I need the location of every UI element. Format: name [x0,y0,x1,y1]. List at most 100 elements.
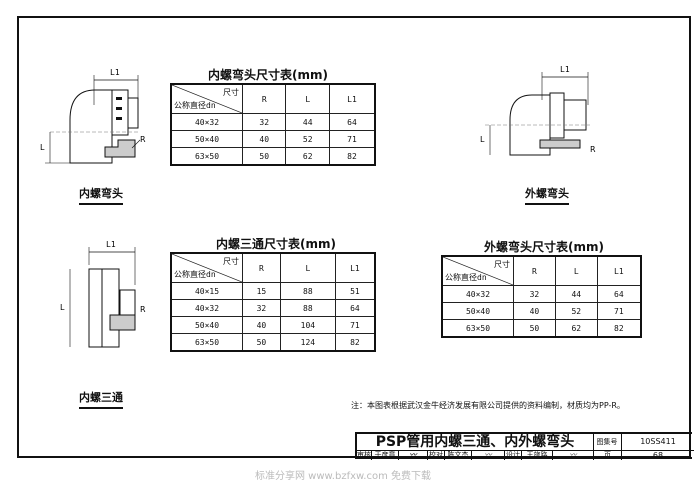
col-header: L [554,255,598,286]
cell: 32 [513,285,556,303]
col-header: L [285,83,330,114]
page-label: 页 [594,451,622,460]
cell: 62 [554,319,598,338]
cell: 15 [242,282,281,300]
cell: 51 [334,282,376,300]
header-dn: 公称直径dn [445,273,487,282]
cell: 50 [241,147,287,166]
col-header: R [513,255,556,286]
dim-l: L [60,303,65,312]
cell: 50×40 [170,130,243,148]
col-header: R [241,83,287,114]
outer-elbow-drawing: L1 L R [480,65,596,156]
atlas-number: 10SS411 [622,434,694,451]
cell: 64 [328,113,376,131]
cell: 52 [554,302,598,320]
header-size: 尺寸 [223,257,239,266]
cell: 40×32 [170,299,243,317]
cell: 64 [334,299,376,317]
cell: 82 [328,147,376,166]
cell: 32 [242,299,281,317]
header-diagonal-cell: 尺寸公称直径dn [441,255,514,286]
header-size: 尺寸 [223,88,239,97]
col-header: R [242,252,281,283]
cell: 44 [285,113,330,131]
cell: 44 [554,285,598,303]
header-dn: 公称直径dn [174,270,216,279]
cell: 71 [328,130,376,148]
dim-l1: L1 [106,240,116,249]
designer-signature: 〰 [553,451,594,460]
col-header: L1 [328,83,376,114]
check-label: 校对 [429,451,445,460]
cell: 40 [513,302,556,320]
cell: 50×40 [441,302,514,320]
outer-elbow-table-title: 外螺弯头尺寸表(mm) [484,240,604,254]
inner-tee-label: 内螺三通 [79,389,123,409]
cell: 40×32 [170,113,243,131]
col-header: L1 [334,252,376,283]
cell: 104 [279,316,336,334]
cell: 52 [285,130,330,148]
cell: 82 [596,319,642,338]
designer-name: 王旅路 [522,451,553,460]
dim-l1: L1 [110,68,120,77]
header-diagonal-cell: 尺寸公称直径dn [170,83,243,114]
reviewer-signature: 〰 [399,451,428,460]
inner-elbow-drawing: L1 L R [40,68,146,164]
title-block: PSP管用内螺三通、内外螺弯头 图集号 10SS411 审核 于彦章 〰 校对 … [355,432,694,460]
checker-name: 陈文杰 [445,451,472,460]
header-diagonal-cell: 尺寸公称直径dn [170,252,243,283]
dim-l: L [480,135,485,144]
cell: 71 [334,316,376,334]
dim-l: L [40,143,45,152]
cell: 124 [279,333,336,352]
cell: 63×50 [170,147,243,166]
cell: 88 [279,299,336,317]
dim-l1: L1 [560,65,570,74]
review-label: 审核 [357,451,372,460]
design-label: 设计 [506,451,522,460]
header-dn: 公称直径dn [174,101,216,110]
watermark: 标准分享网 www.bzfxw.com 免费下载 [255,471,431,481]
page-number: 68 [652,451,664,460]
atlas-label: 图集号 [593,434,622,451]
col-header: L [279,252,336,283]
dim-r: R [140,135,146,144]
cell: 63×50 [170,333,243,352]
outer-elbow-label: 外螺弯头 [525,185,569,205]
cell: 62 [285,147,330,166]
note: 注：本图表根据武汉金牛经济发展有限公司提供的资料编制，材质均为PP-R。 [351,401,625,410]
cell: 40 [242,316,281,334]
cell: 50×40 [170,316,243,334]
col-header: L1 [596,255,642,286]
dim-r: R [140,305,146,314]
cell: 40×15 [170,282,243,300]
checker-signature: 〰 [472,451,505,460]
inner-elbow-table-title: 内螺弯头尺寸表(mm) [208,68,328,82]
cell: 40×32 [441,285,514,303]
inner-tee-table-title: 内螺三通尺寸表(mm) [216,237,336,251]
header-size: 尺寸 [494,260,510,269]
cell: 82 [334,333,376,352]
cell: 40 [241,130,287,148]
cell: 88 [279,282,336,300]
cell: 71 [596,302,642,320]
sheet-frame [17,16,691,458]
cell: 50 [513,319,556,338]
reviewer-name: 于彦章 [372,451,399,460]
cell: 50 [242,333,281,352]
drawing-title: PSP管用内螺三通、内外螺弯头 [357,434,594,451]
inner-tee-drawing: L1 L R [60,240,146,348]
inner-elbow-label: 内螺弯头 [79,185,123,205]
